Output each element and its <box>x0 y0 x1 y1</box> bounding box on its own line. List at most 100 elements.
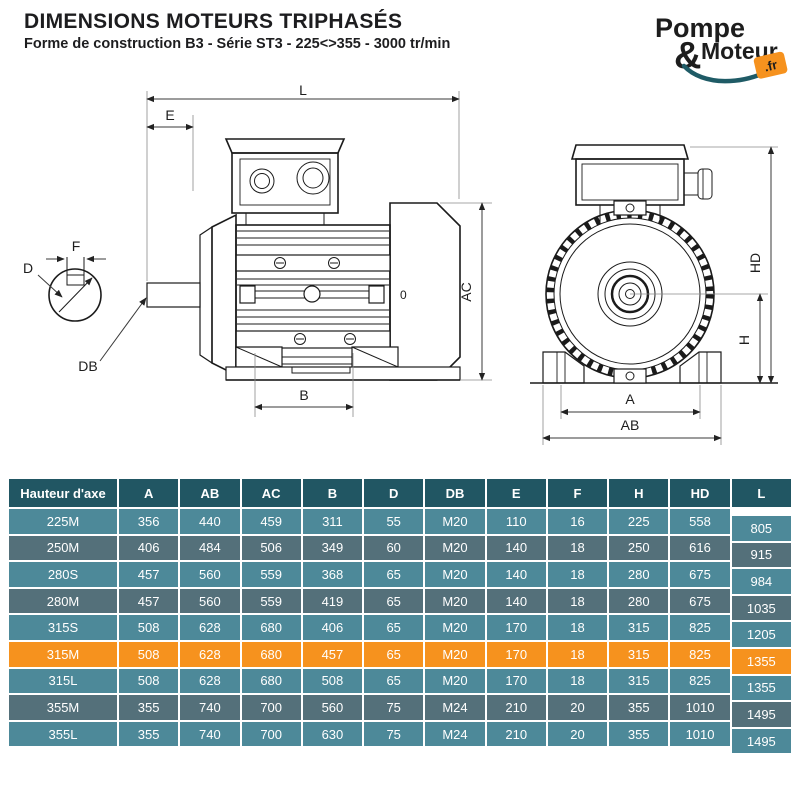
value-cell: 457 <box>118 587 180 615</box>
value-cell: 250 <box>608 534 670 562</box>
value-cell: 457 <box>301 640 364 668</box>
logo-word-pompe: Pompe <box>655 13 745 43</box>
column-header-hd: HD <box>669 478 731 508</box>
model-cell: 315S <box>8 614 118 641</box>
value-cell: 560 <box>179 561 241 588</box>
logo-tld-text: .fr <box>763 57 779 75</box>
dim-label-L: L <box>299 85 307 98</box>
dim-label-DB: DB <box>78 358 97 374</box>
value-cell: M20 <box>424 667 486 695</box>
logo-tld-tag: .fr <box>753 51 788 79</box>
value-cell: 315 <box>608 614 670 641</box>
value-cell: 110 <box>485 508 547 535</box>
value-cell: 280 <box>608 561 670 588</box>
value-cell: 65 <box>363 614 425 641</box>
dim-label-HD: HD <box>747 253 763 273</box>
value-cell: 616 <box>669 534 731 562</box>
model-cell: 355M <box>8 694 118 721</box>
value-cell: 680 <box>240 614 302 641</box>
value-cell: 459 <box>240 508 302 535</box>
value-cell: 20 <box>546 720 609 748</box>
dim-label-A: A <box>625 391 635 407</box>
model-cell: 280M <box>8 587 118 615</box>
dim-label-H: H <box>736 335 752 345</box>
value-cell: 1010 <box>669 694 731 721</box>
value-cell: M20 <box>424 640 486 668</box>
dim-label-D: D <box>23 260 33 276</box>
value-cell: 170 <box>485 614 547 641</box>
value-cell: 457 <box>118 561 180 588</box>
value-cell: M20 <box>424 614 486 641</box>
column-header-ac: AC <box>240 478 302 508</box>
model-cell: 355L <box>8 720 118 748</box>
value-cell: 18 <box>546 614 609 641</box>
value-cell: 628 <box>179 640 241 668</box>
value-cell: 225 <box>608 508 670 535</box>
value-cell: 1495 <box>730 727 792 755</box>
value-cell: M20 <box>424 587 486 615</box>
column-header-ab: AB <box>179 478 241 508</box>
value-cell: 368 <box>301 561 364 588</box>
value-cell: 560 <box>179 587 241 615</box>
value-cell: M24 <box>424 720 486 748</box>
value-cell: 825 <box>669 640 731 668</box>
page-subtitle: Forme de construction B3 - Série ST3 - 2… <box>24 36 451 52</box>
value-cell: 170 <box>485 640 547 668</box>
value-cell: 484 <box>179 534 241 562</box>
value-cell: 315 <box>608 640 670 668</box>
dim-label-AB: AB <box>621 417 640 433</box>
value-cell: 740 <box>179 720 241 748</box>
value-cell: 915 <box>730 541 792 569</box>
value-cell: 65 <box>363 667 425 695</box>
column-header-h: H <box>608 478 670 508</box>
value-cell: 1355 <box>730 647 792 675</box>
model-cell: 315M <box>8 640 118 668</box>
value-cell: 55 <box>363 508 425 535</box>
value-cell: 440 <box>179 508 241 535</box>
value-cell: 75 <box>363 720 425 748</box>
value-cell: 559 <box>240 561 302 588</box>
model-cell: 250M <box>8 534 118 562</box>
value-cell: 675 <box>669 587 731 615</box>
column-header-f: F <box>546 478 609 508</box>
value-cell: 75 <box>363 694 425 721</box>
value-cell: 140 <box>485 534 547 562</box>
value-cell: 559 <box>240 587 302 615</box>
value-cell: 680 <box>240 667 302 695</box>
value-cell: 825 <box>669 667 731 695</box>
value-cell: 1355 <box>730 674 792 702</box>
value-cell: M20 <box>424 508 486 535</box>
value-cell: M20 <box>424 534 486 562</box>
column-header-a: A <box>118 478 180 508</box>
value-cell: 140 <box>485 561 547 588</box>
value-cell: 700 <box>240 694 302 721</box>
value-cell: 740 <box>179 694 241 721</box>
value-cell: 700 <box>240 720 302 748</box>
value-cell: 1035 <box>730 594 792 622</box>
value-cell: 560 <box>301 694 364 721</box>
side-view-drawing: L E F D 0 <box>23 85 492 417</box>
value-cell: 1010 <box>669 720 731 748</box>
value-cell: 558 <box>669 508 731 535</box>
column-header-e: E <box>485 478 547 508</box>
value-cell: 210 <box>485 694 547 721</box>
value-cell: 280 <box>608 587 670 615</box>
value-cell: 508 <box>301 667 364 695</box>
value-cell: M20 <box>424 561 486 588</box>
value-cell: 630 <box>301 720 364 748</box>
value-cell: 675 <box>669 561 731 588</box>
column-header-l: L <box>730 478 792 508</box>
value-cell: 311 <box>301 508 364 535</box>
value-cell: 1495 <box>730 701 792 728</box>
value-cell: 419 <box>301 587 364 615</box>
value-cell: 18 <box>546 667 609 695</box>
column-header-model: Hauteur d'axe <box>8 478 118 508</box>
